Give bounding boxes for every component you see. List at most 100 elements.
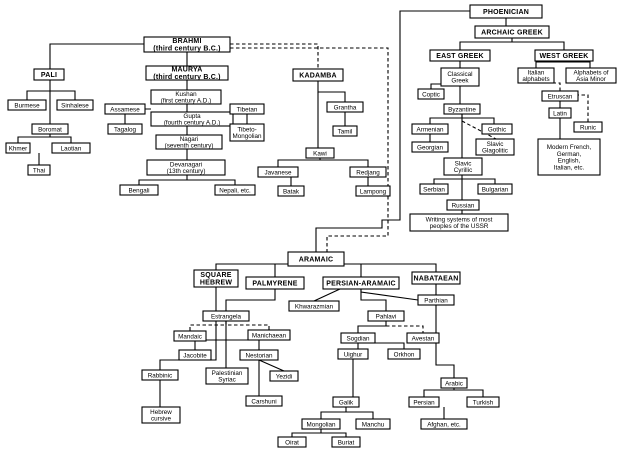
- node-label: Pahlavi: [376, 313, 397, 320]
- node-phoenician: PHOENICIAN: [469, 4, 543, 19]
- node-etruscan: Etruscan: [541, 90, 579, 102]
- node-label: Tamil: [338, 128, 353, 135]
- solid-connector: [430, 83, 441, 89]
- node-label: Yezidi: [276, 373, 293, 380]
- solid-connector: [317, 81, 346, 102]
- node-kushan: Kushan(first century A.D.): [150, 89, 222, 105]
- node-box: [446, 199, 480, 211]
- node-turkish: Turkish: [466, 396, 500, 408]
- node-persian-aramaic: PERSIAN-ARAMAIC: [322, 276, 400, 290]
- node-boromat: Boromat: [31, 123, 69, 135]
- node-bengali: Bengali: [119, 184, 159, 196]
- node-label: Carshuni: [251, 398, 276, 405]
- node-label: Etruscan: [548, 93, 573, 100]
- node-label: NABATAEAN: [413, 275, 458, 282]
- node-box: [104, 103, 146, 115]
- node-box: [150, 89, 222, 105]
- solid-connector: [321, 432, 347, 437]
- node-georgian: Georgian: [411, 141, 449, 153]
- node-kawi: Kawi: [305, 147, 335, 159]
- node-laotian: Laotian: [51, 142, 91, 154]
- tree-connectors: [17, 10, 591, 437]
- node-label: Buriat: [338, 439, 355, 446]
- node-label: Grantha: [334, 104, 357, 111]
- solid-connector: [225, 289, 276, 311]
- node-label: Uighur: [344, 351, 363, 358]
- node-label: PHOENICIAN: [483, 9, 529, 16]
- node-nagari: Nagari(seventh century): [155, 134, 223, 150]
- node-label: Kawi: [313, 150, 327, 157]
- node-label: Alphabets of: [573, 69, 608, 76]
- node-box: [277, 185, 305, 197]
- node-box: [31, 123, 69, 135]
- solid-connector: [423, 389, 484, 397]
- node-box: [143, 36, 231, 53]
- node-label: alphabets: [522, 76, 549, 83]
- node-gupta: Gupta(fourth century A.D.): [150, 111, 234, 127]
- node-pali: PALI: [33, 68, 65, 81]
- solid-connector: [360, 289, 419, 301]
- dashed-connector: [536, 82, 561, 91]
- node-label: Afghan, etc.: [427, 421, 461, 428]
- node-label: Manchu: [362, 421, 385, 428]
- node-box: [443, 157, 483, 176]
- node-persian: Persian: [408, 396, 440, 408]
- node-box: [548, 107, 572, 119]
- node-uighur: Uighur: [337, 348, 369, 360]
- node-box: [340, 332, 376, 344]
- node-label: PALI: [41, 72, 57, 79]
- node-box: [119, 184, 159, 196]
- node-nepali: Nepali, etc.: [214, 184, 256, 196]
- node-label: Serbian: [423, 186, 445, 193]
- dashed-connector: [225, 321, 270, 330]
- node-coptic: Coptic: [417, 88, 445, 100]
- node-kadamba: KADAMBA: [292, 68, 344, 82]
- node-box: [411, 123, 449, 135]
- dashed-connector: [461, 120, 497, 140]
- node-nestorian: Nestorian: [239, 349, 279, 361]
- node-box: [367, 310, 405, 322]
- node-label: SQUARE: [200, 272, 231, 279]
- node-label: Boromat: [38, 126, 62, 133]
- node-box: [440, 67, 480, 87]
- node-label: Tibeto-: [237, 126, 256, 133]
- node-lampong: Lampong: [355, 185, 391, 197]
- node-box: [537, 138, 601, 176]
- solid-connector: [435, 284, 455, 378]
- solid-connector: [535, 61, 591, 68]
- solid-connector: [320, 411, 374, 419]
- node-label: Batak: [283, 188, 300, 195]
- node-manchu: Manchu: [355, 418, 391, 430]
- node-thai: Thai: [27, 164, 51, 176]
- node-bulgarian: Bulgarian: [477, 183, 513, 195]
- node-gothic: Gothic: [481, 123, 513, 135]
- node-label: Mandaic: [178, 333, 202, 340]
- node-label: KADAMBA: [299, 72, 337, 79]
- node-label: Parthian: [424, 297, 448, 304]
- node-label: Devanagari: [170, 161, 202, 168]
- solid-connector: [360, 289, 387, 311]
- node-khmer: Khmer: [5, 142, 31, 154]
- node-label: Glagolitic: [482, 148, 508, 155]
- node-label: Arabic: [445, 380, 463, 387]
- node-label: MAURYA: [171, 67, 202, 74]
- node-redjang: Redjang: [349, 166, 387, 178]
- node-box: [5, 142, 31, 154]
- node-box: [474, 25, 550, 39]
- node-label: Nestorian: [246, 352, 273, 359]
- node-maurya: MAURYA(third century B.C.): [145, 65, 229, 81]
- node-label: ARAMAIC: [299, 256, 333, 263]
- node-box: [146, 159, 226, 176]
- dashed-connector: [230, 47, 389, 252]
- node-box: [150, 111, 234, 127]
- node-label: Manichaean: [252, 332, 287, 339]
- node-label: Byzantine: [448, 106, 476, 113]
- solid-connector: [291, 429, 322, 437]
- node-pahlavi: Pahlavi: [367, 310, 405, 322]
- node-box: [229, 103, 265, 115]
- node-box: [565, 67, 617, 84]
